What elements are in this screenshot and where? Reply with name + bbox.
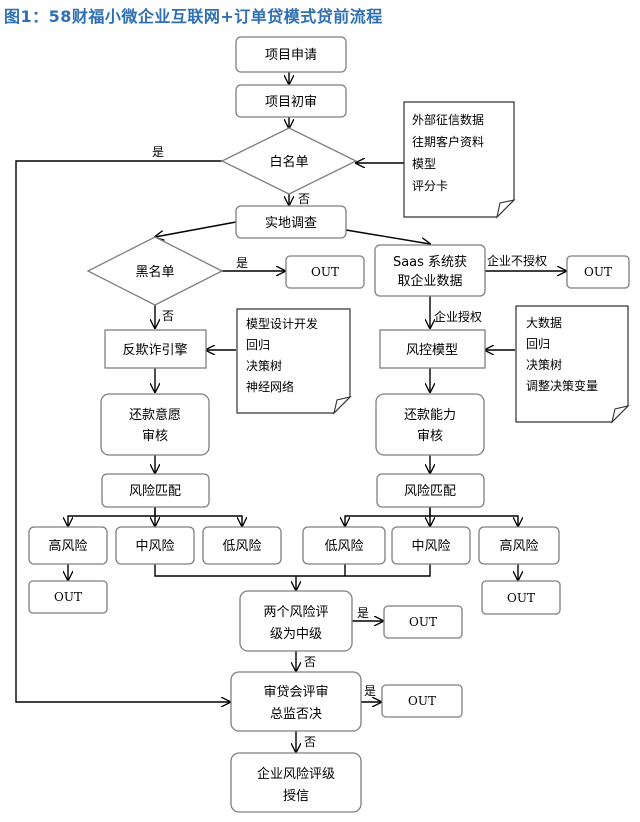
svg-text:模型: 模型 — [412, 157, 436, 171]
node-match-left: 风险匹配 — [101, 473, 210, 508]
label-twomid-yes: 是 — [357, 606, 369, 620]
svg-text:回归: 回归 — [526, 337, 550, 351]
svg-text:低风险: 低风险 — [222, 539, 261, 554]
svg-text:OUT: OUT — [54, 590, 82, 604]
node-high-left: 高风险 — [28, 526, 108, 565]
svg-text:Saas 系统获: Saas 系统获 — [393, 255, 467, 270]
svg-text:低风险: 低风险 — [324, 539, 363, 554]
svg-text:取企业数据: 取企业数据 — [397, 273, 462, 289]
svg-text:往期客户资料: 往期客户资料 — [412, 134, 484, 149]
svg-text:OUT: OUT — [507, 591, 535, 605]
node-committee: 审贷会评审 总监否决 — [230, 671, 362, 732]
svg-text:决策树: 决策树 — [526, 357, 562, 372]
svg-text:两个风险评: 两个风险评 — [263, 605, 328, 620]
edge-matchl-low — [155, 515, 242, 526]
node-out-blacklist: OUT — [285, 255, 365, 289]
svg-text:反欺诈引擎: 反欺诈引擎 — [122, 343, 187, 358]
edge-matchr-split — [345, 507, 431, 526]
node-willing: 还款意愿 审核 — [100, 393, 210, 456]
note-data-sources: 外部征信数据 往期客户资料 模型 评分卡 — [403, 101, 516, 219]
svg-text:项目申请: 项目申请 — [265, 48, 317, 63]
svg-text:授信: 授信 — [283, 789, 309, 804]
edge-survey-saas — [345, 229, 430, 244]
svg-text:模型设计开发: 模型设计开发 — [246, 316, 318, 331]
svg-text:外部征信数据: 外部征信数据 — [412, 112, 484, 127]
svg-text:审核: 审核 — [142, 429, 168, 444]
label-auth: 企业授权 — [434, 309, 482, 324]
svg-text:神经网络: 神经网络 — [246, 379, 294, 394]
node-out-twomid: OUT — [383, 605, 463, 639]
edges — [15, 72, 566, 752]
node-prelim: 项目初审 — [235, 84, 347, 118]
node-riskmodel: 风控模型 — [379, 329, 486, 369]
node-blacklist: 黑名单 — [86, 236, 224, 306]
figure-title: 图1：58财福小微企业互联网+订单贷模式贷前流程 — [4, 7, 383, 26]
svg-text:中风险: 中风险 — [135, 539, 174, 554]
label-committee-no: 否 — [304, 735, 316, 749]
svg-text:风险匹配: 风险匹配 — [129, 484, 181, 499]
svg-text:审核: 审核 — [417, 429, 443, 444]
node-mid-left: 中风险 — [115, 526, 195, 565]
svg-text:OUT: OUT — [409, 615, 437, 629]
node-two-mid: 两个风险评 级为中级 — [239, 590, 353, 652]
svg-text:大数据: 大数据 — [526, 315, 562, 330]
svg-text:决策树: 决策树 — [246, 358, 282, 373]
node-low-left: 低风险 — [202, 526, 282, 565]
node-out-high-left: OUT — [28, 580, 108, 614]
node-low-right: 低风险 — [302, 526, 386, 565]
note-big-data: 大数据 回归 决策树 调整决策变量 — [515, 305, 630, 424]
node-out-committee: OUT — [381, 684, 463, 718]
edge-labels: 是 否 是 否 企业不授权 企业授权 是 否 是 否 — [152, 145, 547, 749]
label-no-auth: 企业不授权 — [487, 253, 547, 268]
edge-matchr-high — [430, 515, 518, 526]
svg-text:OUT: OUT — [311, 265, 339, 279]
node-out-high-right: OUT — [481, 580, 561, 615]
svg-text:风险匹配: 风险匹配 — [404, 484, 456, 499]
svg-text:实地调查: 实地调查 — [265, 216, 317, 231]
edge-matchl-split — [68, 507, 156, 526]
node-high-right: 高风险 — [478, 526, 560, 565]
node-ability: 还款能力 审核 — [375, 393, 485, 456]
svg-text:OUT: OUT — [408, 694, 436, 708]
node-match-right: 风险匹配 — [376, 473, 485, 508]
node-final: 企业风险评级 授信 — [230, 752, 362, 813]
svg-text:还款意愿: 还款意愿 — [129, 407, 181, 423]
svg-text:级为中级: 级为中级 — [270, 627, 322, 642]
svg-text:项目初审: 项目初审 — [265, 95, 317, 110]
edge-merge-bar — [154, 564, 431, 577]
node-mid-right: 中风险 — [391, 526, 471, 565]
label-committee-yes: 是 — [364, 684, 376, 698]
node-out-saas: OUT — [566, 255, 630, 289]
label-twomid-no: 否 — [304, 655, 316, 669]
svg-text:黑名单: 黑名单 — [135, 264, 174, 280]
node-whitelist: 白名单 — [220, 127, 358, 195]
svg-text:企业风险评级: 企业风险评级 — [257, 766, 335, 782]
node-survey: 实地调查 — [235, 205, 347, 239]
svg-text:总监否决: 总监否决 — [270, 707, 322, 722]
svg-text:高风险: 高风险 — [48, 538, 87, 554]
svg-text:评分卡: 评分卡 — [412, 179, 448, 193]
svg-text:OUT: OUT — [584, 265, 612, 279]
svg-text:审贷会评审: 审贷会评审 — [263, 685, 328, 700]
node-antifraud: 反欺诈引擎 — [104, 329, 207, 369]
node-apply: 项目申请 — [235, 36, 347, 73]
label-whitelist-no: 否 — [298, 192, 310, 206]
svg-text:回归: 回归 — [246, 338, 270, 352]
node-saas: Saas 系统获 取企业数据 — [374, 244, 486, 297]
svg-text:高风险: 高风险 — [499, 538, 538, 554]
label-whitelist-yes: 是 — [152, 145, 164, 159]
svg-text:白名单: 白名单 — [269, 154, 308, 170]
edge-whitelist-yes-committee — [15, 160, 230, 702]
svg-text:中风险: 中风险 — [411, 539, 450, 554]
label-blacklist-no: 否 — [162, 309, 174, 323]
edge-survey-blacklist — [155, 221, 237, 237]
svg-text:风控模型: 风控模型 — [406, 343, 458, 358]
label-blacklist-yes: 是 — [236, 256, 248, 270]
note-model-design: 模型设计开发 回归 决策树 神经网络 — [236, 308, 352, 415]
svg-text:还款能力: 还款能力 — [404, 408, 456, 423]
svg-text:调整决策变量: 调整决策变量 — [526, 378, 598, 393]
